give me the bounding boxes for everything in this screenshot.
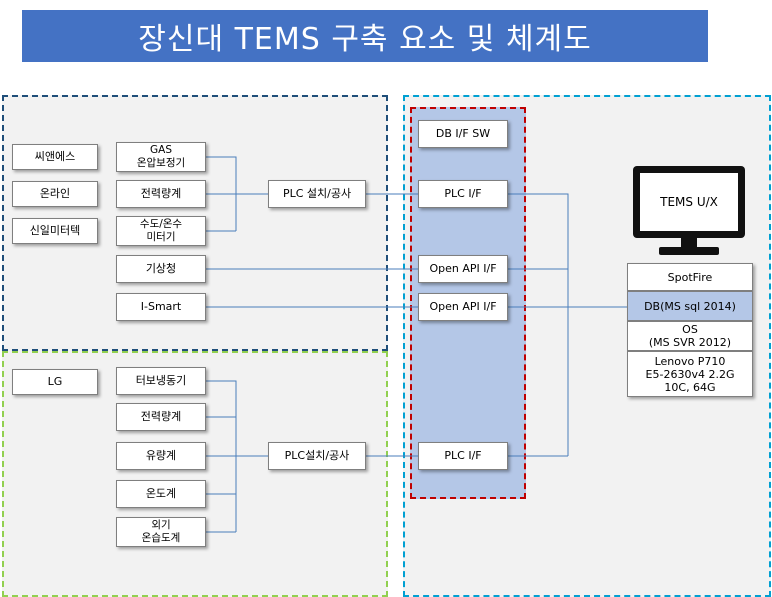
- device-box: 외기 온습도계: [116, 517, 206, 547]
- device-box: GAS 온압보정기: [116, 142, 206, 172]
- connector-line: [508, 193, 627, 457]
- interface-box: Open API I/F: [418, 255, 508, 283]
- interface-box: PLC I/F: [418, 442, 508, 470]
- server-stack: SpotFire DB(MS sql 2014) OS (MS SVR 2012…: [627, 263, 753, 397]
- os-layer: OS (MS SVR 2012): [627, 321, 753, 351]
- device-box: I-Smart: [116, 293, 206, 321]
- vendor-box: 온라인: [12, 181, 98, 207]
- device-box: 기상청: [116, 255, 206, 283]
- vendor-box: 신일미터텍: [12, 218, 98, 244]
- vendor-box: 씨앤에스: [12, 144, 98, 170]
- device-box: 온도계: [116, 480, 206, 508]
- db-layer: DB(MS sql 2014): [627, 291, 753, 321]
- interface-box: DB I/F SW: [418, 120, 508, 148]
- interface-box: Open API I/F: [418, 293, 508, 321]
- plc-install-box: PLC 설치/공사: [268, 180, 366, 208]
- plc-install-box: PLC설치/공사: [268, 442, 366, 470]
- spotfire-layer: SpotFire: [627, 263, 753, 291]
- device-box: 전력량계: [116, 180, 206, 208]
- monitor-icon: TEMS U/X: [633, 166, 745, 256]
- connector-line: [206, 156, 268, 232]
- interface-box: PLC I/F: [418, 180, 508, 208]
- monitor-label: TEMS U/X: [660, 195, 718, 209]
- connector-line: [206, 380, 268, 533]
- device-box: 유량계: [116, 442, 206, 470]
- device-box: 수도/온수 미터기: [116, 216, 206, 246]
- page-title: 장신대 TEMS 구축 요소 및 체계도: [22, 10, 708, 62]
- device-box: 터보냉동기: [116, 367, 206, 395]
- device-box: 전력량계: [116, 403, 206, 431]
- vendor-box: LG: [12, 369, 98, 395]
- hardware-layer: Lenovo P710 E5-2630v4 2.2G 10C, 64G: [627, 351, 753, 397]
